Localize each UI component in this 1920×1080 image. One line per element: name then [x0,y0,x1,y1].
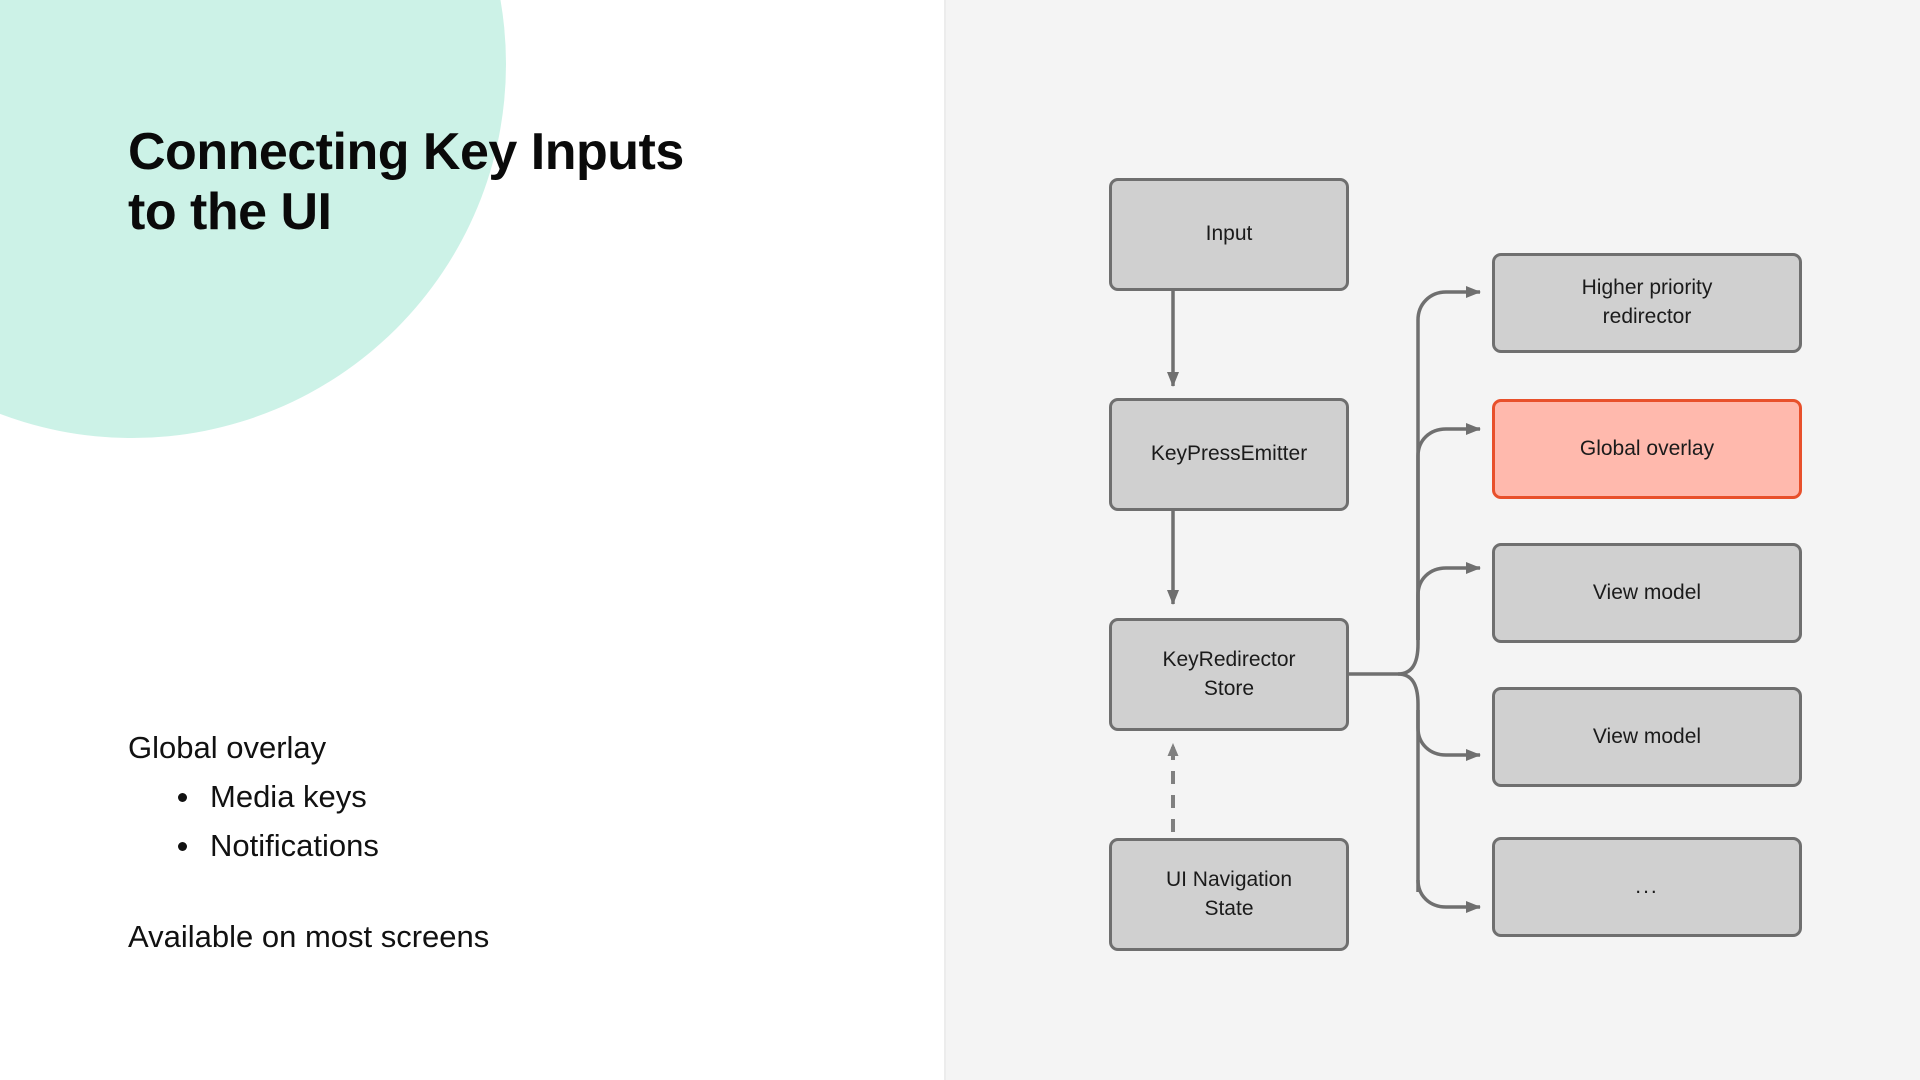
list-item-label: Notifications [210,828,379,864]
node-key-press-emitter[interactable]: KeyPressEmitter [1109,398,1349,511]
edge-branch-down [1397,672,1420,892]
list-item: Media keys [176,776,848,817]
edge-to-view-model-2 [1416,710,1481,761]
body-footnote: Available on most screens [128,918,490,954]
node-global-overlay[interactable]: Global overlay [1492,399,1802,499]
node-view-model-1[interactable]: View model [1492,543,1802,643]
edge-to-higher-priority-redirector [1397,286,1481,676]
node-more[interactable]: ... [1492,837,1802,937]
bullet-dot-icon [178,793,187,803]
list-item: Notifications [176,825,848,866]
page-title: Connecting Key Inputs to the UI [128,123,684,242]
left-content-panel: Connecting Key Inputs to the UI Global o… [0,0,944,1080]
bullet-dot-icon [178,842,187,852]
body-heading: Global overlay [128,730,327,765]
node-view-model-2[interactable]: View model [1492,687,1802,787]
node-input[interactable]: Input [1109,178,1349,291]
edge-to-more [1416,879,1481,913]
node-ui-navigation-state[interactable]: UI Navigation State [1109,838,1349,951]
edge-to-global-overlay [1416,423,1481,640]
diagram-panel: Input KeyPressEmitter KeyRedirector Stor… [944,0,1920,1080]
edge-to-view-model-1 [1416,562,1481,640]
bullet-list: Media keys Notifications [128,776,848,866]
list-item-label: Media keys [210,779,367,815]
node-higher-priority-redirector[interactable]: Higher priority redirector [1492,253,1802,353]
node-key-redirector-store[interactable]: KeyRedirector Store [1109,618,1349,731]
body-text-block: Global overlay Media keys Notifications … [128,727,848,957]
body-spacer [128,867,848,916]
